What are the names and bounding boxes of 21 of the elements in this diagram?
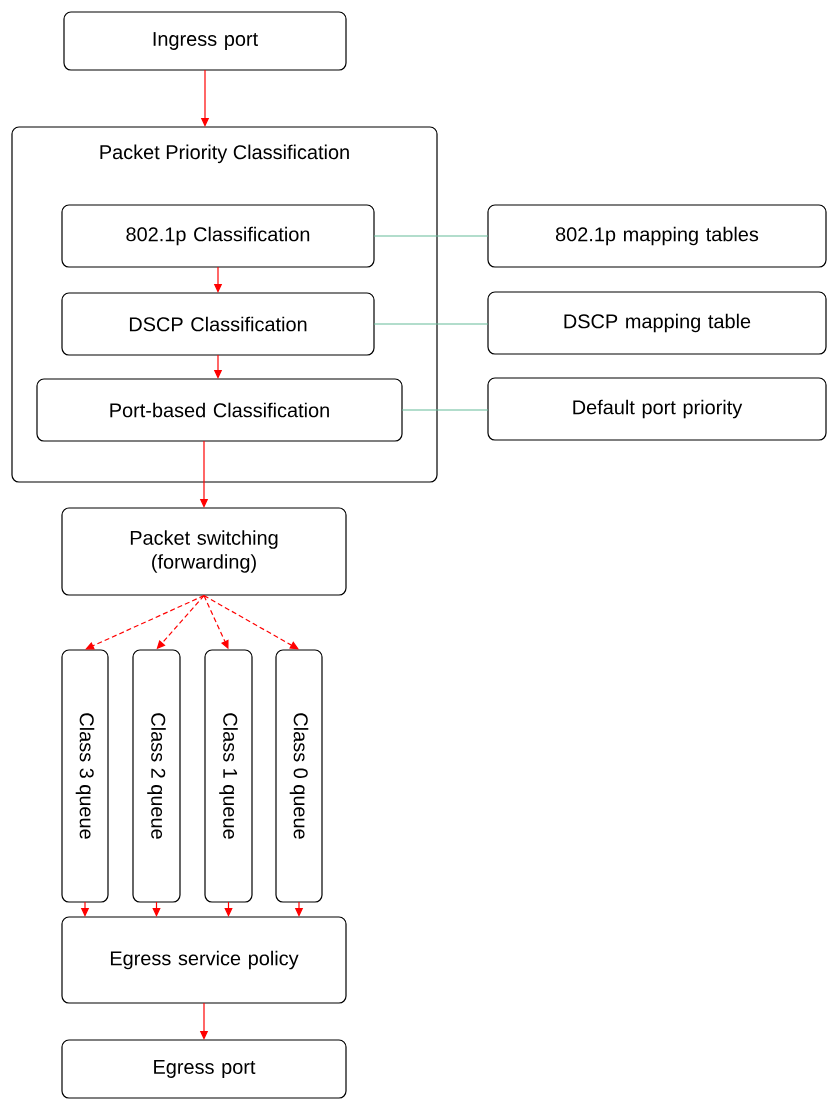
connector-line [373,235,489,237]
process-box: Egress port [61,1039,347,1099]
process-box: Port-based Classification [36,378,403,442]
process-box: Egress service policy [61,916,347,1004]
queue-box: Class 0 queue [275,649,323,903]
process-box: DSCP mapping table [487,291,827,355]
arrow [85,595,205,650]
arrow [203,595,299,650]
queue-box: Class 3 queue [61,649,109,903]
process-box: 802.1p mapping tables [487,204,827,268]
process-box: DSCP Classification [61,292,375,356]
connector-line [373,323,489,325]
arrow [152,901,161,917]
queue-box: Class 1 queue [204,649,253,903]
process-box: Default port priority [487,377,827,441]
arrow [224,901,233,917]
process-box: Packet switching (forwarding) [61,507,347,596]
process-box: 802.1p Classification [61,204,375,268]
connector-line [401,409,489,411]
process-box: Ingress port [63,11,347,71]
queue-box: Class 2 queue [132,649,181,903]
